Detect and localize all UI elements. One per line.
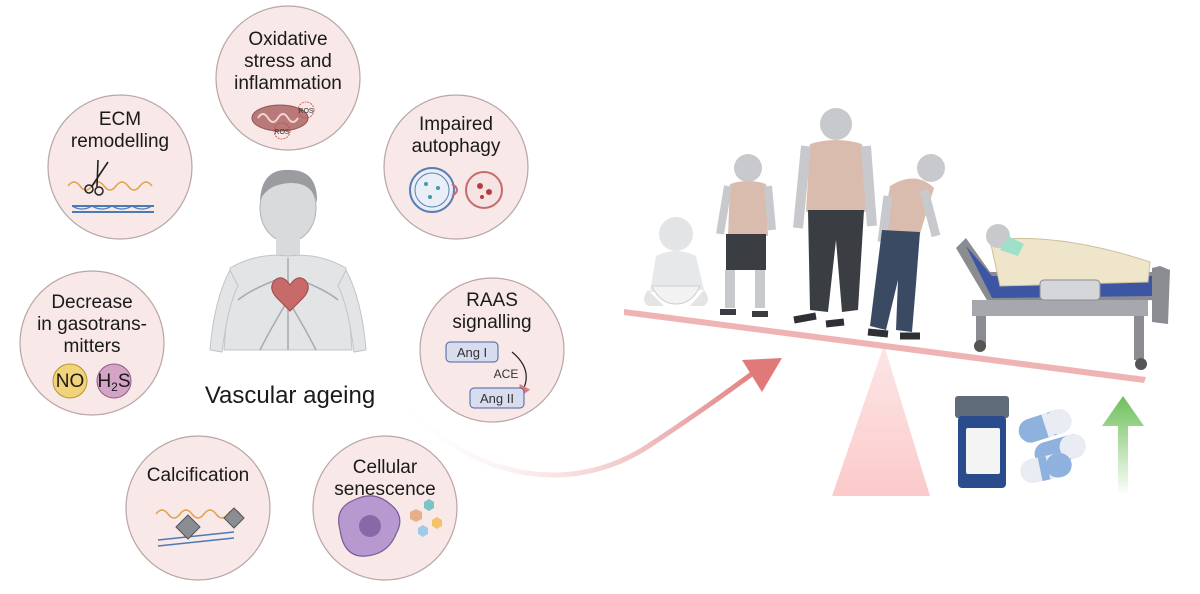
baby-figure <box>644 217 708 306</box>
ang1-label: Ang I <box>457 345 487 360</box>
human-body-figure <box>209 169 367 353</box>
oxidative-title-line-3: inflammation <box>234 73 342 94</box>
factor-cellular-senescence: Cellular senescence <box>312 435 458 581</box>
ecm-title-line-2: remodelling <box>71 131 169 152</box>
seesaw-beam <box>624 309 1146 383</box>
autophagosome-icon <box>409 167 503 213</box>
center-label: Vascular ageing <box>205 382 375 409</box>
factor-gasotransmitters: Decrease in gasotrans- mitters NO H2S <box>19 270 165 416</box>
elderly-figure <box>867 154 945 340</box>
child-figure <box>716 154 776 317</box>
gaso-title-line-3: mitters <box>64 336 121 357</box>
adult-figure <box>793 108 877 328</box>
green-up-arrow <box>1102 396 1144 496</box>
calcification-title: Calcification <box>147 465 249 486</box>
ace-label: ACE <box>494 367 519 381</box>
fulcrum-triangle <box>832 345 930 496</box>
senescence-title-line-2: senescence <box>334 479 435 500</box>
ageing-trend-arrow <box>385 365 762 478</box>
factor-calcification: Calcification <box>125 435 271 581</box>
arrow-head-icon <box>742 358 782 392</box>
factor-ecm-remodelling: ECM remodelling <box>47 94 193 240</box>
autophagy-title-line-2: autophagy <box>412 136 501 157</box>
hospital-bed-icon <box>956 224 1170 370</box>
gaso-title-line-2: in gasotrans- <box>37 314 147 335</box>
ecm-title-line-1: ECM <box>99 109 141 130</box>
h2s-molecule <box>96 363 132 399</box>
senescence-title-line-1: Cellular <box>353 457 418 478</box>
oxidative-title-line-1: Oxidative <box>248 29 327 50</box>
h2s-label: H2S <box>97 371 130 394</box>
raas-title-line-1: RAAS <box>466 290 518 311</box>
factor-oxidative-stress: Oxidative stress and inflammation ROS RO… <box>215 5 361 151</box>
no-molecule <box>52 363 88 399</box>
ros-label-2: ROS <box>274 129 290 136</box>
raas-title-line-2: signalling <box>452 312 531 333</box>
autophagy-title-line-1: Impaired <box>419 114 493 135</box>
gaso-title-line-1: Decrease <box>51 292 132 313</box>
pill-bottle-icon <box>955 396 1009 488</box>
factor-raas-signalling: RAAS signalling Ang I ACE Ang II <box>419 277 565 423</box>
scissors-icon <box>84 159 109 196</box>
ang2-label: Ang II <box>480 391 514 406</box>
oxidative-title-line-2: stress and <box>244 51 332 72</box>
ros-label-1: ROS <box>298 108 314 115</box>
factor-impaired-autophagy: Impaired autophagy <box>383 94 529 240</box>
no-label: NO <box>56 371 85 392</box>
capsule-icon <box>1018 409 1086 483</box>
